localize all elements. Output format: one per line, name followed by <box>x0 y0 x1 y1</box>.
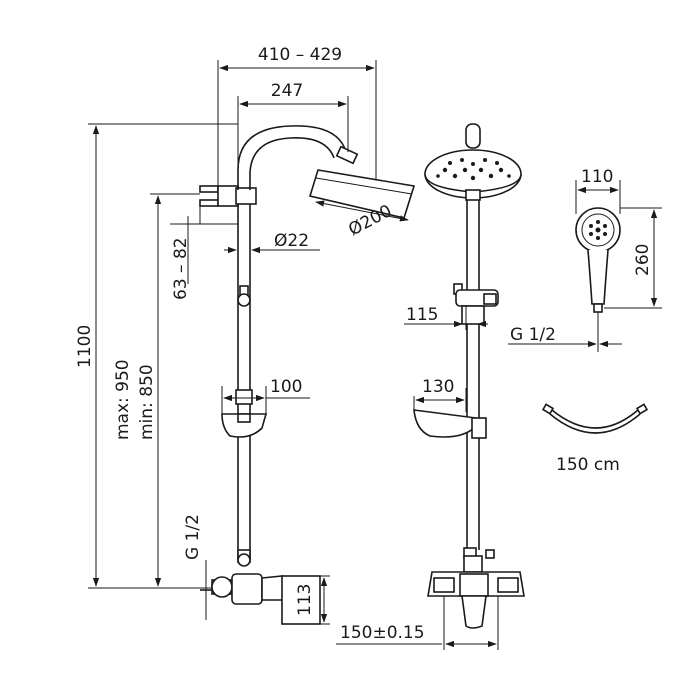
dim-tray-width-front: 130 <box>422 377 454 397</box>
dim-centre-distance: 150±0.15 <box>340 623 425 643</box>
slider-knob-side <box>237 285 251 307</box>
front-view <box>413 123 525 629</box>
dim-tray-depth-side: 100 <box>270 377 302 397</box>
hose: 150 cm <box>541 403 649 475</box>
dim-total-height: 1100 <box>75 325 95 368</box>
dim-hand-shower-diameter: 110 <box>581 167 613 187</box>
rain-head-side <box>308 145 416 219</box>
soap-tray-side <box>221 389 268 438</box>
soap-tray-front <box>413 409 487 439</box>
curved-shower-arm <box>237 125 347 190</box>
dim-hand-shower-length: 260 <box>633 244 653 276</box>
mixer-front <box>427 547 525 629</box>
hand-shower-dimensions: 110 260 G 1/2 <box>508 167 662 352</box>
dim-mixer-height: 113 <box>295 584 315 616</box>
dim-hose-length: 150 cm <box>556 455 620 475</box>
side-view-dimensions: 410 – 429 247 Ø200 63 – 82 Ø22 1100 max:… <box>75 45 409 625</box>
dim-pipe-diameter: Ø22 <box>274 231 309 251</box>
dim-max-height: max: 950 <box>113 359 133 440</box>
dim-inlet-thread-left: G 1/2 <box>183 514 203 560</box>
mixer-side <box>200 549 321 625</box>
hand-shower-holder-front <box>453 283 499 325</box>
rain-head-front <box>424 149 522 199</box>
dim-min-height: min: 850 <box>137 364 157 440</box>
riser-pipe-side <box>237 204 251 560</box>
wall-bracket-top <box>199 185 257 207</box>
side-view <box>199 125 416 625</box>
dim-head-offset: 247 <box>271 81 303 101</box>
dim-width-range: 410 – 429 <box>258 45 342 65</box>
dim-inlet-thread-right: G 1/2 <box>510 325 556 345</box>
dim-wall-offset: 63 – 82 <box>171 237 191 300</box>
front-view-dimensions: 130 115 150±0.15 <box>336 305 499 650</box>
dim-holder-offset: 115 <box>406 305 438 325</box>
hand-shower <box>575 207 621 313</box>
